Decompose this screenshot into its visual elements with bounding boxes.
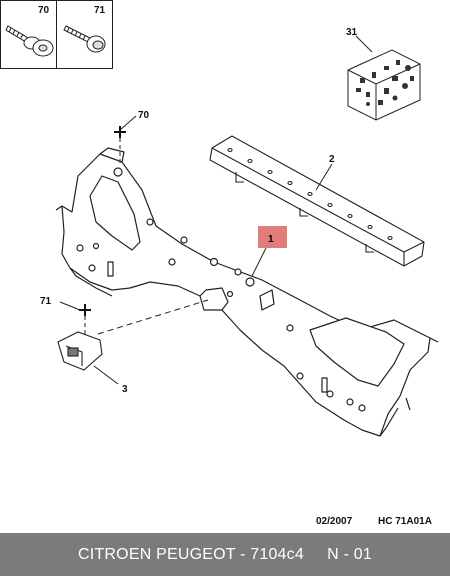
screw-position-70-icon [114,126,126,138]
callout-71: 71 [40,296,52,307]
footer-bar: CITROEN PEUGEOT - 7104c4 N - 01 [0,533,450,576]
fastener-kit-31: 31 [346,27,421,121]
screw-71-icon [63,25,106,53]
front-frame-1 [55,147,439,437]
clip-pieces-icon [356,60,414,106]
callout-1: 1 [268,234,274,245]
footer-text: CITROEN PEUGEOT - 7104c4 N - 01 [78,545,372,563]
callout-2: 2 [329,154,335,165]
bracket-3 [57,331,103,371]
callout-70: 70 [138,110,150,121]
screw-position-71-icon [79,304,91,316]
inset-label-70: 70 [38,5,50,16]
inset-label-71: 71 [94,5,106,16]
diagram-reference: HC 71A01A [378,516,432,527]
cross-member-2 [209,135,425,267]
bolt-70-icon [5,25,54,57]
callout-31: 31 [346,27,358,38]
highlight-marker [258,226,287,248]
diagram-date: 02/2007 [316,516,353,527]
fastener-inset: 70 71 [0,0,113,69]
callout-3: 3 [122,384,128,395]
